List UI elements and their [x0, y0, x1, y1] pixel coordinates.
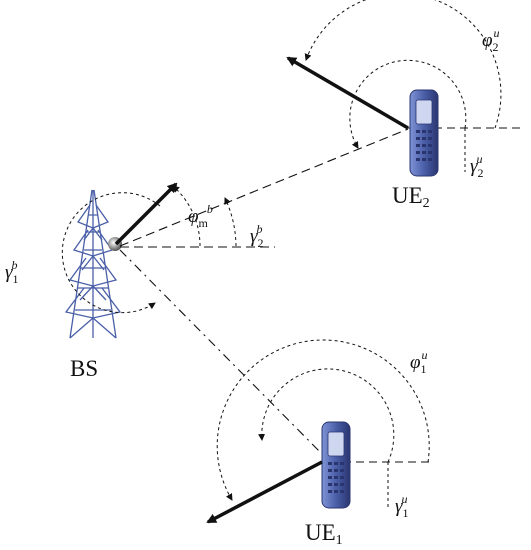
- ue1-phi-arc: [216, 339, 430, 501]
- bs-gamma2-arc: [224, 197, 237, 247]
- ue2-label: UE2: [392, 183, 430, 211]
- bs-phi-m-arc: [172, 185, 201, 247]
- ue2-phi-arc: [304, 0, 502, 129]
- ue1-gamma-arc: [258, 368, 395, 463]
- bs-beam-arrow: [114, 182, 178, 246]
- ue1-beam-arrow: [206, 460, 323, 524]
- ue1-label: UE1: [305, 520, 343, 548]
- gamma-2-b-label: γ2b: [250, 222, 264, 250]
- gamma-2-u-label: γ2u: [470, 152, 484, 180]
- mobile-phone-icon: [409, 89, 439, 177]
- gamma-1-u-label: γ1u: [395, 492, 409, 520]
- mobile-phone-icon: [321, 421, 351, 509]
- bs-label: BS: [70, 356, 98, 381]
- phi-2-u-label: φ2u: [482, 26, 500, 54]
- phi-m-b-label: φmb: [188, 202, 213, 230]
- bs-ue2-path: [119, 128, 409, 247]
- phi-1-u-label: φ1u: [410, 348, 428, 376]
- cell-tower-icon: [64, 189, 122, 339]
- bs-gamma1-arc: [61, 192, 161, 314]
- bs-ue1-path: [119, 249, 331, 463]
- ue2-beam-arrow: [286, 56, 409, 130]
- gamma-1-b-label: γ1b: [5, 258, 19, 286]
